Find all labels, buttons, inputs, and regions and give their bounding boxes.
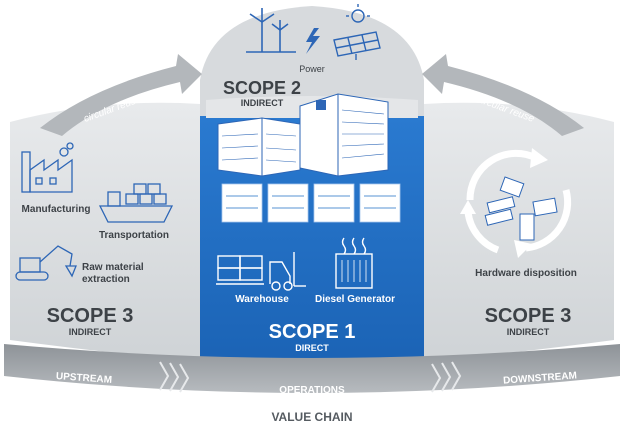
downstream-label: DOWNSTREAM bbox=[503, 370, 577, 386]
diesel-generator-label: Diesel Generator bbox=[315, 294, 395, 305]
scope3-left-subtitle: INDIRECT bbox=[69, 327, 112, 337]
value-chain-label: VALUE CHAIN bbox=[271, 410, 352, 424]
recycle-arrows-icon bbox=[464, 149, 572, 254]
circular-reuse-left-arc bbox=[40, 54, 202, 136]
datacenter-building-icon bbox=[217, 93, 389, 177]
scope3-right-title: SCOPE 3 bbox=[485, 305, 572, 327]
lightning-icon bbox=[306, 28, 320, 54]
diesel-generator-icon bbox=[335, 237, 373, 289]
server-racks-icon bbox=[221, 183, 401, 223]
manufacturing-label: Manufacturing bbox=[22, 204, 91, 215]
excavator-icon bbox=[15, 245, 77, 281]
upstream-label: UPSTREAM bbox=[56, 371, 113, 386]
band-chevrons-right bbox=[431, 361, 462, 393]
raw-material-label: Raw material bbox=[82, 262, 144, 273]
power-label: Power bbox=[299, 64, 325, 74]
factory-icon bbox=[21, 142, 74, 193]
recycle-arrowheads bbox=[460, 148, 548, 258]
scope3-right-subtitle: INDIRECT bbox=[507, 327, 550, 337]
scope3-left-title: SCOPE 3 bbox=[47, 305, 134, 327]
hardware-disposition-label: Hardware disposition bbox=[475, 268, 577, 279]
wind-turbine-icon bbox=[246, 8, 296, 53]
operations-label: OPERATIONS bbox=[279, 385, 345, 396]
solar-panel-icon bbox=[333, 4, 381, 60]
cargo-ship-icon bbox=[98, 183, 174, 223]
scope2-subtitle: INDIRECT bbox=[241, 98, 284, 108]
warehouse-forklift-icon bbox=[216, 252, 306, 291]
circular-reuse-right-arc bbox=[422, 54, 584, 136]
scope1-title: SCOPE 1 bbox=[269, 321, 356, 343]
extraction-label: extraction bbox=[82, 274, 130, 285]
scope1-subtitle: DIRECT bbox=[295, 343, 329, 353]
band-chevrons-left bbox=[159, 361, 190, 393]
scope3-right-panel bbox=[424, 102, 614, 363]
hardware-devices-icon bbox=[484, 176, 558, 241]
scope2-title: SCOPE 2 bbox=[223, 78, 301, 98]
warehouse-label: Warehouse bbox=[235, 294, 289, 305]
transportation-label: Transportation bbox=[99, 230, 169, 241]
value-chain-band bbox=[4, 344, 620, 393]
